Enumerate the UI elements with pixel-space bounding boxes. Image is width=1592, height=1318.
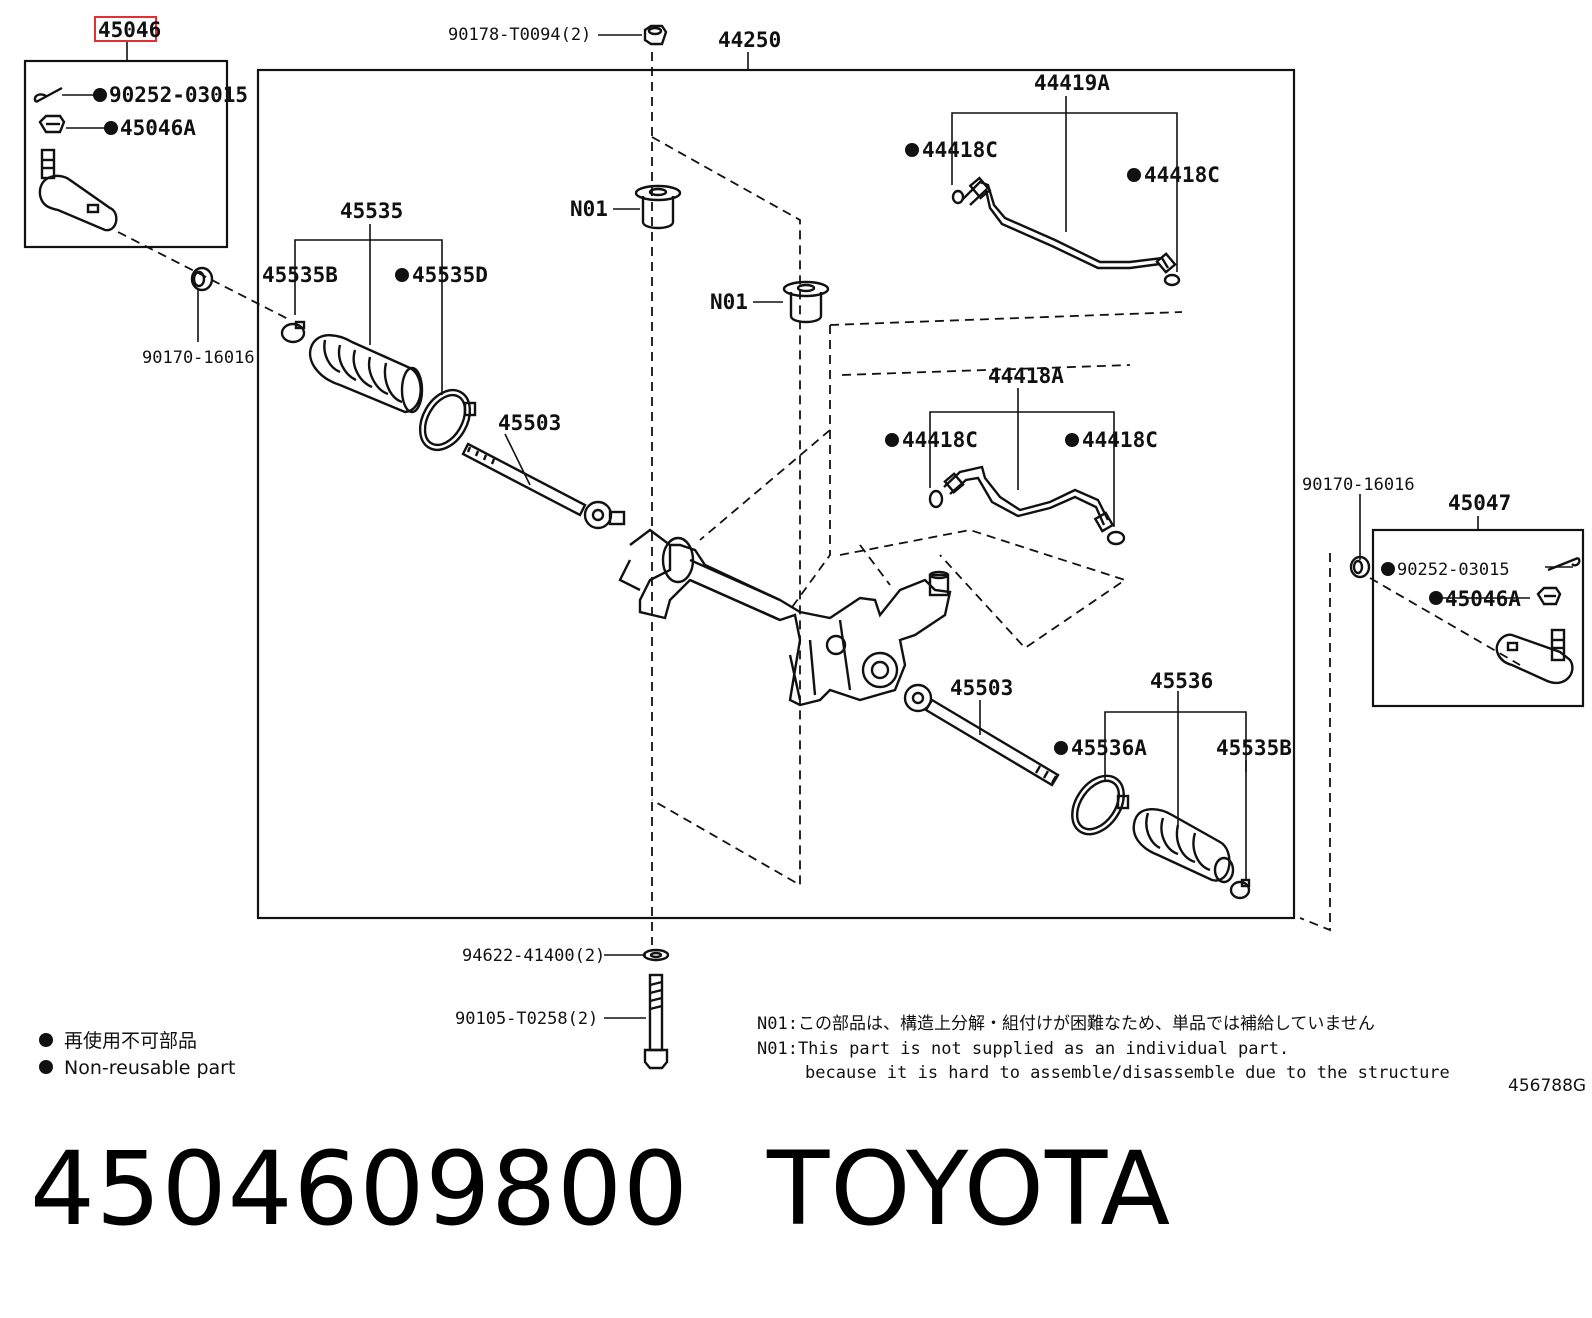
leader-lines bbox=[62, 34, 1573, 1019]
legend-en: Non-reusable part bbox=[64, 1057, 235, 1079]
right-boot-clamp-small-icon bbox=[1229, 878, 1251, 900]
lower-tube-oring-right-icon bbox=[1106, 530, 1126, 546]
label-left-inner-rod: 45503 bbox=[498, 411, 561, 435]
left-tie-rod-end-box bbox=[23, 59, 229, 249]
label-upper-tube-oring-right: 44418C bbox=[1144, 163, 1220, 187]
right-boot-clamp-large-icon bbox=[1071, 774, 1130, 836]
left-washer-icon bbox=[190, 266, 214, 292]
rack-assembly-frame bbox=[256, 68, 1296, 920]
upper-tube-icon bbox=[961, 176, 1177, 274]
label-left-nut: 45046A bbox=[120, 116, 196, 140]
label-bushing-1: N01 bbox=[570, 197, 608, 221]
note-line-3: because it is hard to assemble/disassemb… bbox=[805, 1063, 1450, 1083]
top-nut-icon bbox=[643, 24, 668, 46]
bushing-2-icon bbox=[782, 280, 830, 324]
left-boot-clamp-small-icon bbox=[280, 320, 306, 344]
label-left-boot: 45535 bbox=[340, 199, 403, 223]
upper-tube-oring-left-icon bbox=[951, 189, 965, 205]
highlight-box bbox=[94, 16, 157, 42]
label-lower-tube: 44418A bbox=[988, 364, 1064, 388]
alignment-lines bbox=[117, 52, 1521, 945]
label-rack-assembly: 44250 bbox=[718, 28, 781, 52]
figure-id: 456788G bbox=[1508, 1076, 1586, 1096]
label-right-boot: 45536 bbox=[1150, 669, 1213, 693]
note-line-2: N01:This part is not supplied as an indi… bbox=[757, 1039, 1289, 1059]
non-reusable-markers bbox=[93, 88, 1443, 755]
label-left-cotter-pin: 90252-03015 bbox=[109, 83, 248, 107]
right-tie-rod-end-icon bbox=[1495, 628, 1574, 684]
left-cotter-pin-icon bbox=[33, 86, 63, 104]
caption-part-number: 4504609800 bbox=[30, 1130, 689, 1249]
label-bushing-2: N01 bbox=[710, 290, 748, 314]
bottom-washer-icon bbox=[642, 948, 670, 962]
label-right-boot-clamp-small: 45535B bbox=[1216, 736, 1292, 760]
left-tie-rod-end-icon bbox=[38, 148, 118, 232]
label-upper-tube-oring-left: 44418C bbox=[922, 138, 998, 162]
bushing-1-icon bbox=[634, 184, 682, 230]
right-tie-rod-end-box bbox=[1371, 528, 1585, 708]
right-cotter-pin-icon bbox=[1547, 556, 1581, 572]
right-washer-icon bbox=[1349, 555, 1371, 579]
right-inner-rod-icon bbox=[903, 683, 1060, 787]
label-right-inner-rod: 45503 bbox=[950, 676, 1013, 700]
label-right-washer: 90170-16016 bbox=[1302, 475, 1415, 495]
caption-brand: TOYOTA bbox=[766, 1130, 1172, 1249]
note-line-1: N01:この部品は、構造上分解・組付けが困難なため、単品では補給していません bbox=[757, 1014, 1375, 1034]
label-top-nut: 90178-T0094(2) bbox=[448, 25, 591, 45]
label-left-boot-clamp-large: 45535D bbox=[412, 263, 488, 287]
label-right-boot-clamp-large: 45536A bbox=[1071, 736, 1147, 760]
label-bottom-washer: 94622-41400(2) bbox=[462, 946, 605, 966]
label-upper-tube: 44419A bbox=[1034, 71, 1110, 95]
legend: 再使用不可部品 Non-reusable part bbox=[39, 1030, 235, 1079]
label-lower-tube-oring-right: 44418C bbox=[1082, 428, 1158, 452]
legend-jp: 再使用不可部品 bbox=[64, 1030, 197, 1052]
right-boot-icon bbox=[1132, 808, 1235, 884]
upper-tube-oring-right-icon bbox=[1163, 273, 1181, 287]
label-left-tie-rod-end: 45046 bbox=[98, 18, 161, 42]
left-boot-clamp-large-icon bbox=[418, 388, 477, 452]
left-nut-icon bbox=[38, 114, 66, 134]
label-left-boot-clamp-small: 45535B bbox=[262, 263, 338, 287]
lower-tube-icon bbox=[943, 465, 1115, 533]
right-nut-icon bbox=[1536, 586, 1562, 606]
label-left-washer: 90170-16016 bbox=[142, 348, 255, 368]
label-right-nut: 45046A bbox=[1445, 587, 1521, 611]
left-boot-icon bbox=[309, 334, 424, 414]
label-right-tie-rod-end: 45047 bbox=[1448, 491, 1511, 515]
lower-tube-oring-left-icon bbox=[928, 489, 944, 509]
caption: 4504609800 TOYOTA bbox=[30, 1130, 1171, 1249]
label-right-cotter-pin: 90252-03015 bbox=[1397, 560, 1510, 580]
label-bottom-bolt: 90105-T0258(2) bbox=[455, 1009, 598, 1029]
left-inner-rod-icon bbox=[461, 442, 626, 530]
rack-housing-icon bbox=[618, 528, 952, 707]
notes: N01:この部品は、構造上分解・組付けが困難なため、単品では補給していません N… bbox=[757, 1014, 1450, 1083]
label-lower-tube-oring-left: 44418C bbox=[902, 428, 978, 452]
bottom-bolt-icon bbox=[643, 973, 669, 1070]
